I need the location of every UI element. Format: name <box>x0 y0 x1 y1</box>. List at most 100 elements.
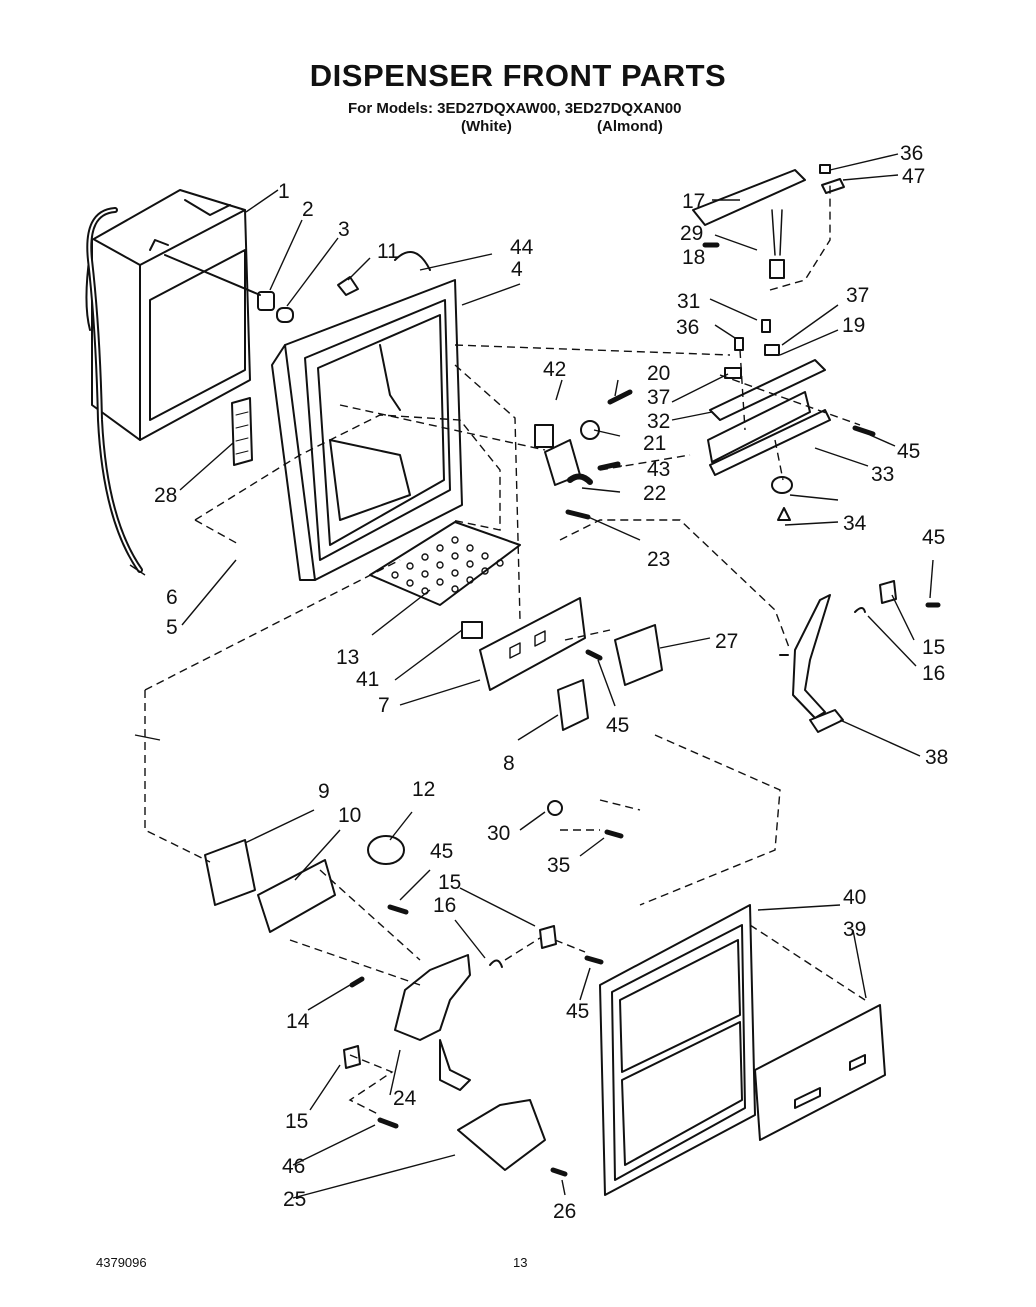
callout-label: 37 <box>647 386 670 409</box>
part-7-plate <box>479 597 586 691</box>
part-45-e <box>584 955 604 965</box>
callout-label: 11 <box>377 240 399 263</box>
callout-label: 15 <box>922 636 945 659</box>
callout-label: 34 <box>843 512 867 535</box>
part-16-right <box>854 607 866 613</box>
callout-label: 18 <box>682 246 705 269</box>
callout-label: 10 <box>338 804 361 827</box>
callout-label: 46 <box>282 1155 305 1178</box>
page-title: DISPENSER FRONT PARTS <box>309 58 727 93</box>
part-47 <box>771 476 793 494</box>
part-35 <box>604 829 624 839</box>
callout-label: 30 <box>487 822 510 845</box>
callout-label: 36 <box>676 316 699 339</box>
callout-label: 28 <box>154 484 177 507</box>
part-25 <box>457 1099 546 1171</box>
part-24-arm <box>394 954 471 1091</box>
part-32-plate <box>709 359 826 421</box>
part-26 <box>550 1167 568 1177</box>
part-36-top <box>819 164 831 174</box>
part-17-bar <box>692 169 806 226</box>
callout-label: 5 <box>166 616 178 639</box>
callout-label: 27 <box>715 630 738 653</box>
callout-label: 16 <box>433 894 456 917</box>
part-38-arm <box>779 594 844 733</box>
part-39-panel <box>754 1004 886 1141</box>
callout-label: 23 <box>647 548 670 571</box>
part-filter-block <box>231 397 253 466</box>
callout-label: 43 <box>647 458 670 481</box>
callout-label: 45 <box>606 714 629 737</box>
callout-label: 37 <box>846 284 869 307</box>
callout-label: 15 <box>285 1110 308 1133</box>
callout-label: 16 <box>922 662 945 685</box>
variant-white: (White) <box>461 118 512 135</box>
part-42 <box>534 424 554 448</box>
callout-label: 19 <box>842 314 865 337</box>
callout-label: 39 <box>843 918 866 941</box>
part-9 <box>204 839 256 906</box>
page-number: 13 <box>513 1255 528 1270</box>
part-41 <box>461 621 483 639</box>
part-31 <box>761 319 771 333</box>
callout-label: 22 <box>643 482 666 505</box>
part-33-channel <box>707 391 831 476</box>
callout-label: 42 <box>543 358 566 381</box>
models-line: For Models: 3ED27DQXAW00, 3ED27DQXAN00 <box>348 100 682 117</box>
part-15-right <box>879 580 897 604</box>
part-37-b <box>724 367 742 379</box>
part-20 <box>607 389 633 405</box>
part-45-c <box>585 649 603 661</box>
callout-label: 3 <box>338 218 350 241</box>
part-45-f <box>377 1117 399 1129</box>
callout-label: 17 <box>682 190 705 213</box>
callout-label: 35 <box>547 854 570 877</box>
part-22 <box>567 473 593 485</box>
part-ice-chute-housing <box>85 189 261 441</box>
part-23 <box>565 509 591 520</box>
doc-number: 4379096 <box>96 1255 147 1270</box>
callout-label: 33 <box>871 463 894 486</box>
part-15-mid <box>539 925 557 949</box>
callout-labels: 1 2 3 4 5 6 7 8 9 10 11 12 13 14 15 15 1… <box>154 142 948 1223</box>
part-45-d <box>387 904 409 915</box>
callout-label: 21 <box>643 432 666 455</box>
callout-label: 14 <box>286 1010 310 1033</box>
part-40-frame <box>599 904 756 1196</box>
callout-label: 9 <box>318 780 330 803</box>
part-14 <box>349 976 365 988</box>
callout-label: 4 <box>511 258 523 281</box>
part-3 <box>276 307 294 323</box>
part-dispenser-frame <box>271 251 463 581</box>
callout-label: 41 <box>356 668 379 691</box>
callout-label: 26 <box>553 1200 576 1223</box>
part-46 <box>821 178 845 194</box>
callout-label: 24 <box>393 1087 417 1110</box>
variant-almond: (Almond) <box>597 118 663 135</box>
part-30 <box>547 800 563 816</box>
part-27-cover <box>614 624 663 686</box>
part-drip-grille <box>369 521 521 606</box>
callout-label: 8 <box>503 752 515 775</box>
part-16-mid <box>489 959 503 968</box>
callout-label: 1 <box>278 180 290 203</box>
callout-label: 45 <box>566 1000 589 1023</box>
part-43 <box>597 461 621 471</box>
callout-label: 36 <box>900 142 923 165</box>
part-29 <box>769 259 785 279</box>
callout-label: 7 <box>378 694 390 717</box>
part-12 <box>367 835 405 865</box>
callout-label: 45 <box>897 440 920 463</box>
callout-label: 38 <box>925 746 948 769</box>
callout-label: 2 <box>302 198 314 221</box>
callout-label: 45 <box>922 526 945 549</box>
callout-label: 40 <box>843 886 866 909</box>
callout-label: 20 <box>647 362 670 385</box>
part-2 <box>257 291 275 311</box>
callout-label: 31 <box>677 290 700 313</box>
callout-label: 45 <box>430 840 453 863</box>
part-37-a <box>764 344 780 356</box>
callout-label: 12 <box>412 778 435 801</box>
part-45-a <box>852 425 876 437</box>
